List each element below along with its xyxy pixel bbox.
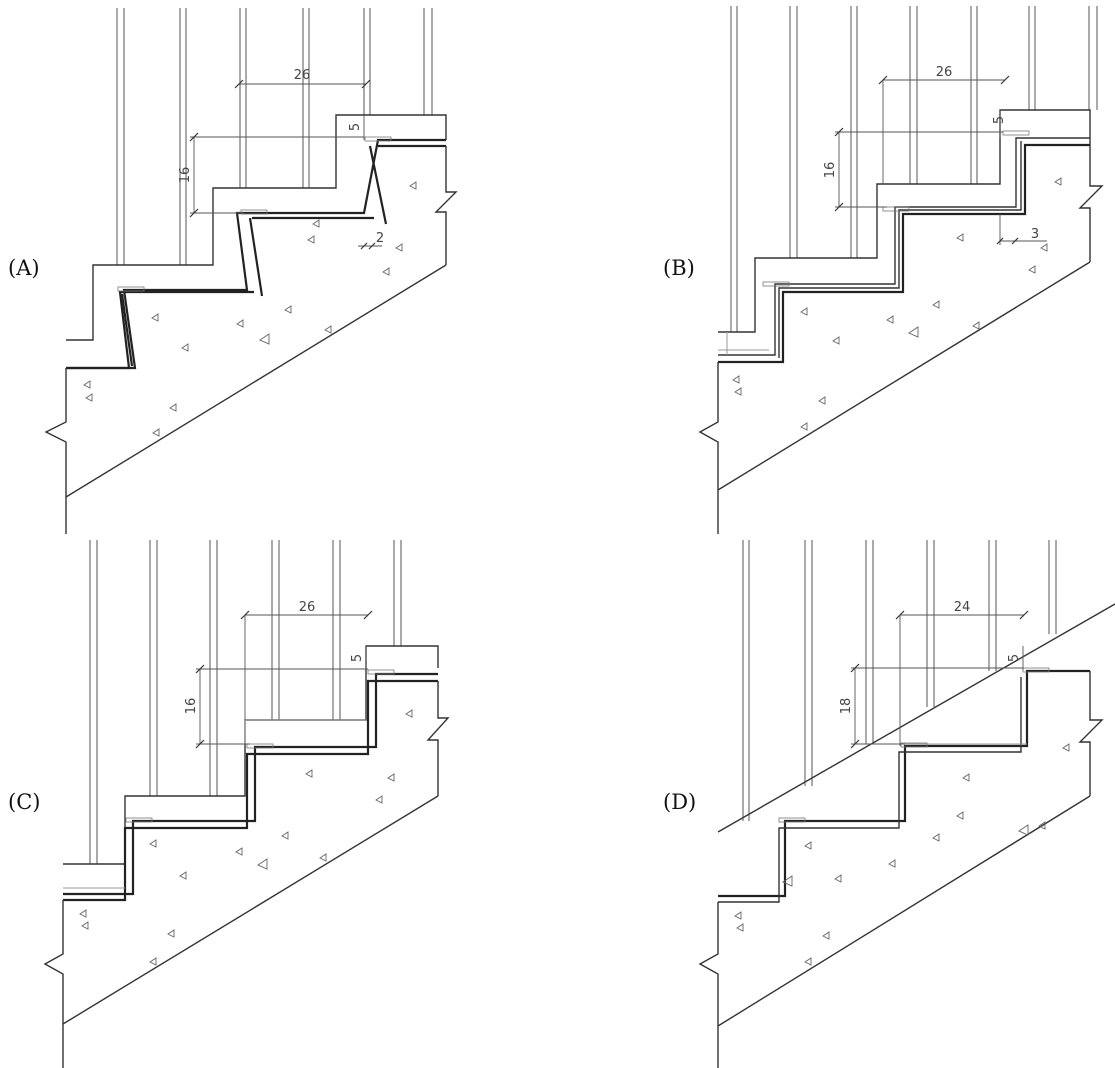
panel-label-d: (D) <box>663 790 697 814</box>
panel-label-a: (A) <box>8 256 40 280</box>
finish-profile <box>66 114 447 341</box>
nosing-strip <box>1002 130 1030 136</box>
break-line-right <box>434 146 458 265</box>
break-line-right <box>1078 145 1104 262</box>
panel-b: (B) <box>557 0 1115 534</box>
baluster-lines <box>730 6 1098 332</box>
stair-section-d: 24 18 5 <box>698 540 1115 1068</box>
dimension-riser: 18 <box>839 663 1023 749</box>
nosing-strip <box>882 206 910 212</box>
slab-soffit <box>717 261 1091 491</box>
riser-dimension-label: 16 <box>178 167 193 184</box>
panel-a: (A) <box>0 0 557 534</box>
dimension-riser: 16 <box>823 127 1003 212</box>
dimension-tread: 26 <box>240 600 373 720</box>
concrete-aggregate <box>734 743 1070 966</box>
dimension-nosing: 5 <box>350 646 367 670</box>
stair-section-a: 26 16 5 2 <box>44 8 458 534</box>
nosing-strip <box>778 817 806 823</box>
structure-outline <box>718 137 1090 364</box>
structure-outline <box>66 138 446 370</box>
slab-soffit <box>65 264 447 498</box>
panel-d: (D) <box>557 534 1115 1068</box>
concrete-aggregate <box>732 177 1062 431</box>
panel-label-c: (C) <box>8 790 41 814</box>
dimension-riser: 16 <box>178 132 364 218</box>
dimension-offset: 3 <box>996 214 1047 245</box>
riser-dimension-label: 16 <box>823 162 838 179</box>
nosing-strip <box>367 669 395 675</box>
baluster-lines <box>116 8 433 265</box>
nosing-dimension-label: 5 <box>348 123 363 131</box>
handrail-slope-line <box>717 603 1115 833</box>
dimension-nosing: 5 <box>992 110 1007 138</box>
slab-soffit <box>717 795 1091 1027</box>
dimension-riser: 16 <box>184 664 368 749</box>
stair-section-b: 26 16 5 3 <box>698 6 1104 534</box>
dimension-offset: 2 <box>358 231 384 250</box>
nosing-strip <box>125 817 153 823</box>
nosing-strip <box>246 743 274 749</box>
baluster-lines <box>89 540 402 864</box>
break-line-left <box>698 362 719 534</box>
tread-dimension-label: 26 <box>936 65 953 80</box>
dimension-tread: 24 <box>895 600 1029 746</box>
dimension-nosing: 5 <box>1007 646 1024 670</box>
concrete-aggregate <box>79 709 413 966</box>
slab-soffit <box>62 795 439 1025</box>
nosing-strip <box>117 286 145 292</box>
dimension-tread: 26 <box>878 65 1010 184</box>
break-line-right <box>426 681 450 796</box>
break-line-left <box>43 900 64 1068</box>
structure-outline <box>63 672 438 902</box>
baluster-lines <box>742 540 1057 821</box>
riser-dimension-label: 18 <box>839 698 854 715</box>
nosing-strip <box>900 742 928 748</box>
nosing-strip <box>364 136 392 142</box>
nosing-dimension-label: 5 <box>992 116 1007 124</box>
finish-profile <box>718 109 1091 333</box>
riser-dimension-label: 16 <box>184 698 199 715</box>
break-line-left <box>698 902 719 1068</box>
nosing-dimension-label: 5 <box>1007 654 1022 662</box>
dimension-tread: 26 <box>234 68 371 89</box>
offset-dimension-label: 2 <box>376 231 384 246</box>
panel-label-b: (B) <box>663 256 695 280</box>
nosing-dimension-label: 5 <box>350 654 365 662</box>
dimension-nosing: 5 <box>348 115 365 140</box>
tread-dimension-label: 26 <box>299 600 316 615</box>
tread-dimension-label: 26 <box>294 68 311 83</box>
nosing-strip <box>240 209 268 215</box>
nosing-strip <box>762 281 790 287</box>
break-line-left <box>44 368 67 534</box>
tread-dimension-label: 24 <box>954 600 971 615</box>
offset-dimension-label: 3 <box>1031 227 1039 242</box>
structure-outline <box>718 669 1090 903</box>
concrete-aggregate <box>83 181 417 437</box>
break-line-right <box>1078 671 1104 796</box>
panel-c: (C) <box>0 534 557 1068</box>
stair-section-c: 26 16 5 <box>43 540 450 1068</box>
